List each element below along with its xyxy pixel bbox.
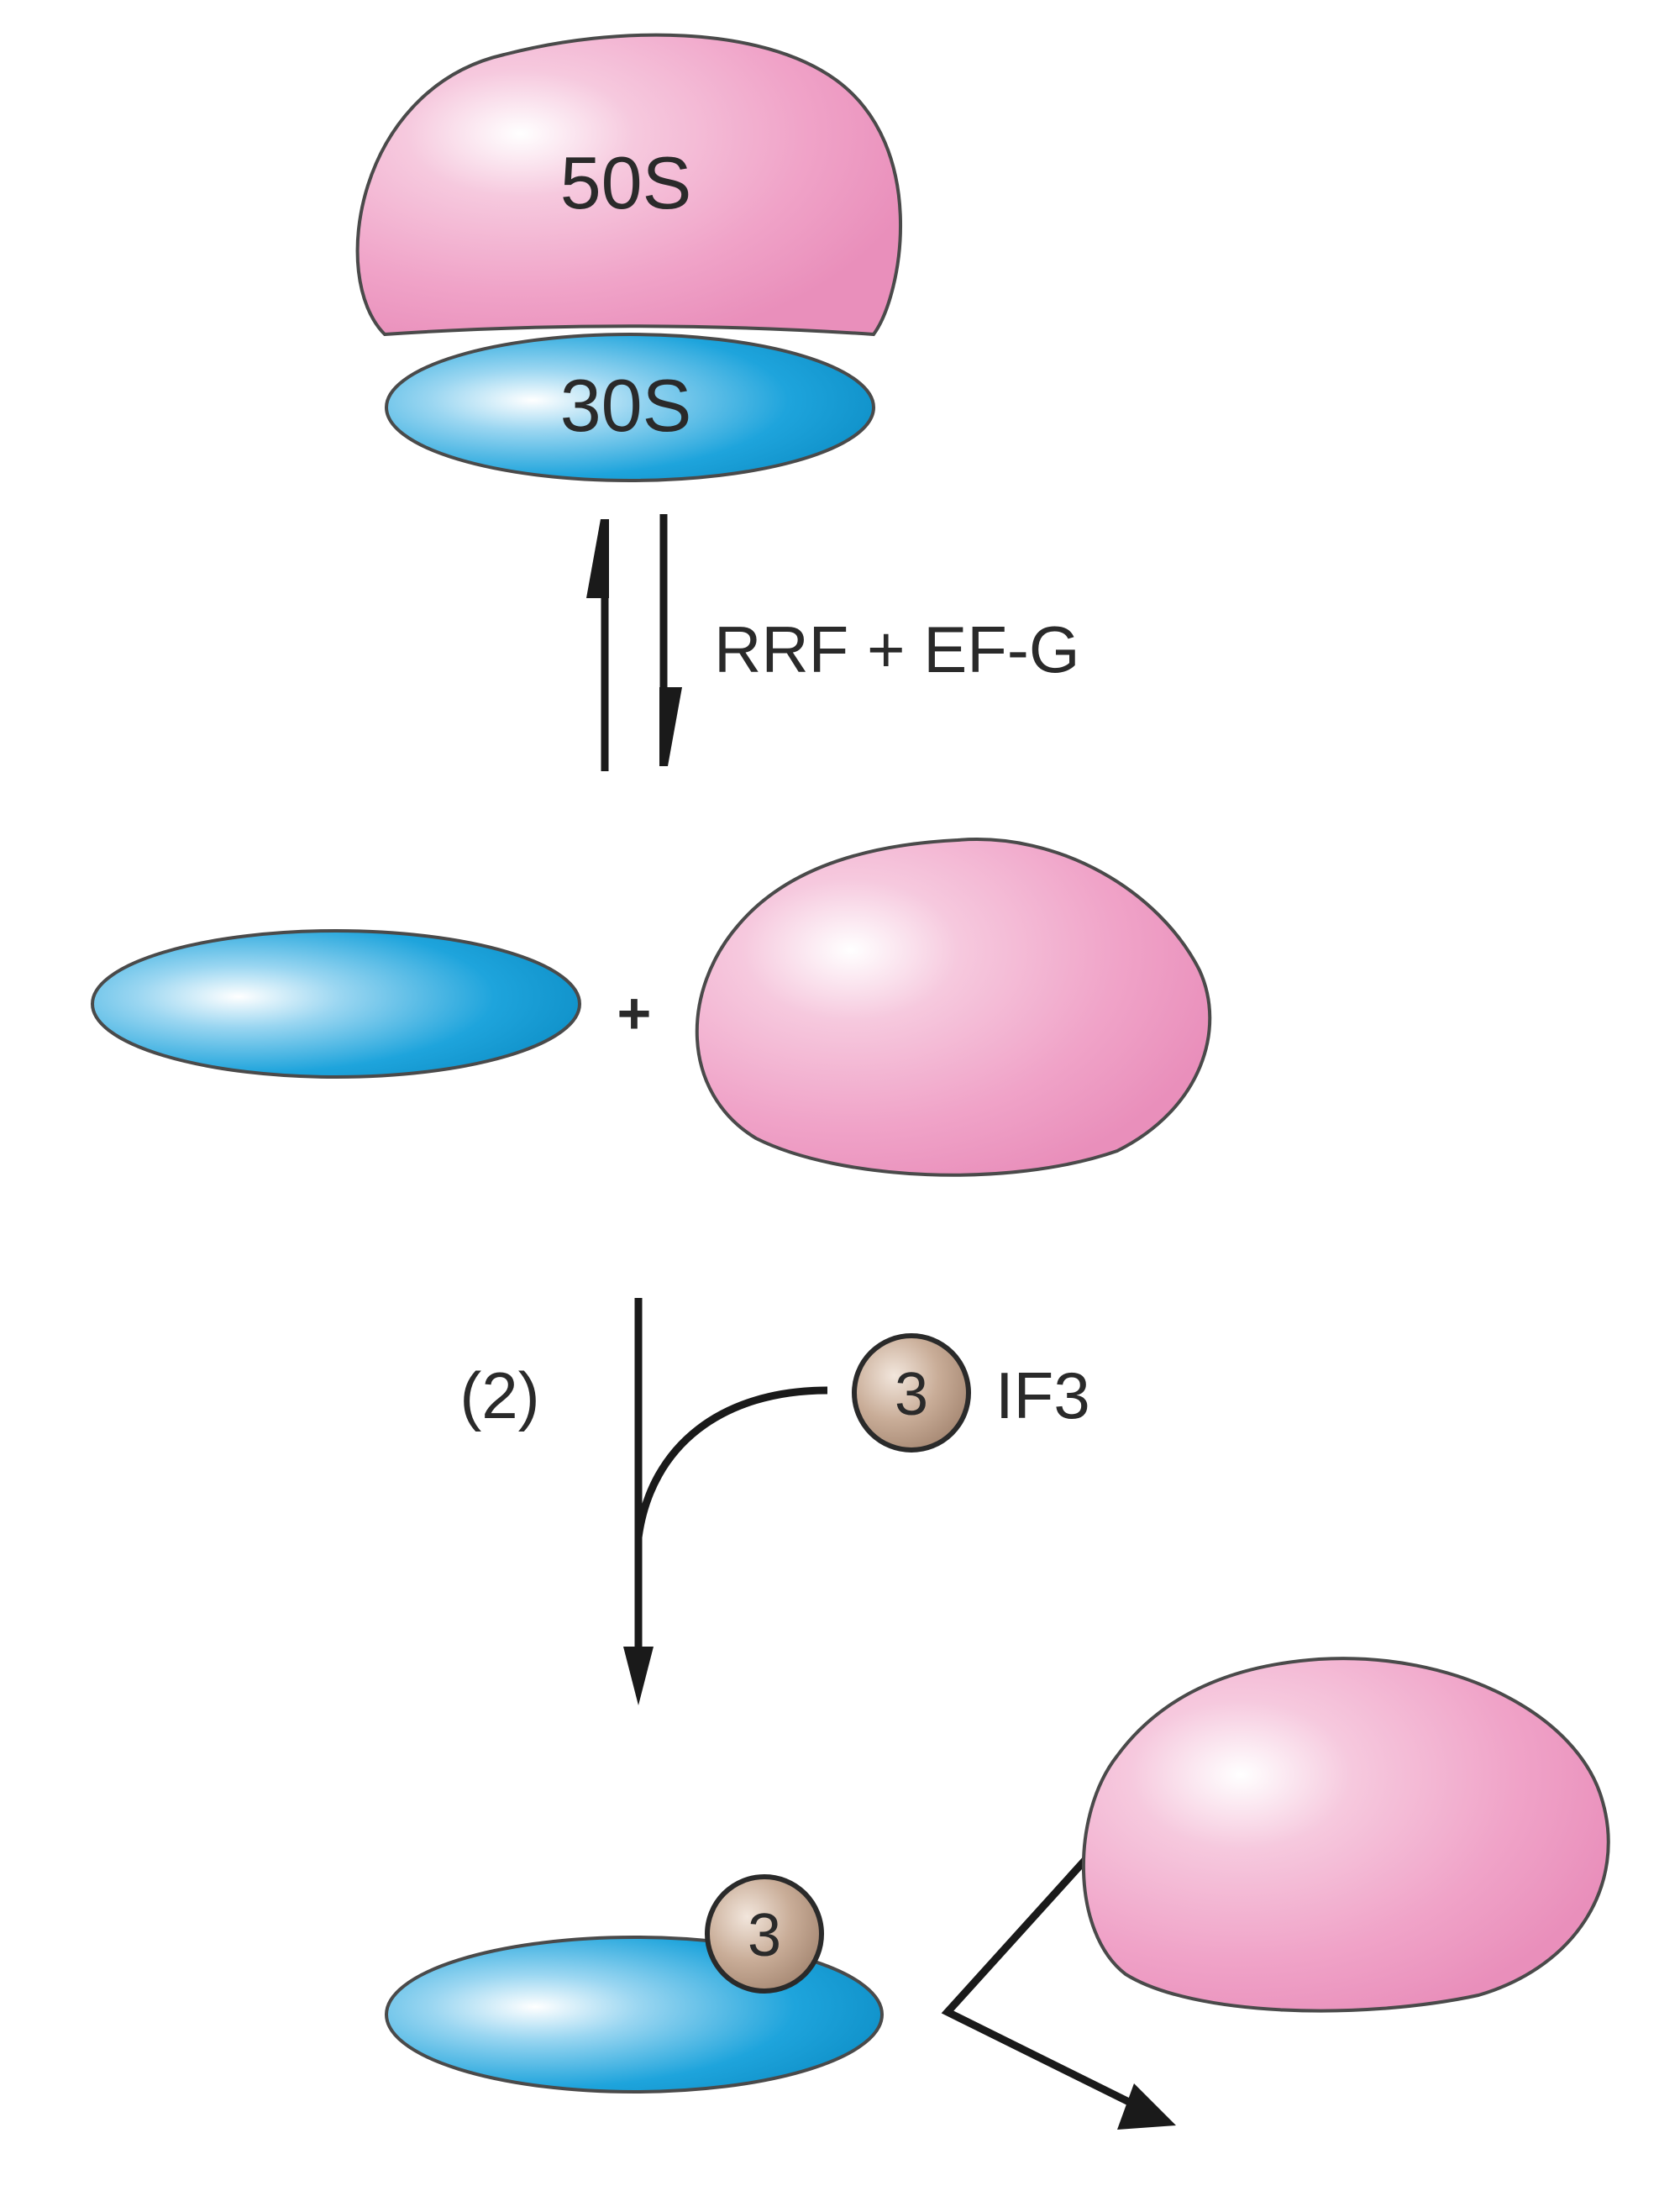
plus-sign: + [617, 980, 652, 1046]
bound-if3-number: 3 [748, 1902, 781, 1969]
released-large-subunit [1082, 1657, 1610, 2013]
release-arrowhead [1117, 2083, 1176, 2130]
if3-number: 3 [895, 1361, 928, 1428]
reverse-half-arrowhead [586, 519, 609, 598]
step2-arrowhead [623, 1647, 654, 1705]
if3-icon [852, 1333, 971, 1453]
dissociated-subunits: + [91, 838, 1212, 1177]
small-subunit-label: 30S [560, 364, 692, 447]
ribosome-complex: 50S 30S [355, 33, 902, 482]
if3-factor: 3 [852, 1333, 971, 1453]
forward-half-arrowhead [659, 687, 682, 766]
small-subunit-if3-complex: 3 [385, 1874, 884, 2094]
equilibrium-arrow [586, 514, 682, 771]
free-small-subunit [91, 929, 581, 1079]
large-subunit-50s [355, 33, 902, 337]
release-arrow-line [941, 1849, 1136, 2109]
large-subunit-label: 50S [560, 141, 692, 224]
free-large-subunit [695, 838, 1212, 1177]
if3-entry-curve [634, 1386, 828, 1538]
small-subunit-30s [385, 333, 875, 482]
step1-label: RRF + EF-G [714, 612, 1080, 686]
step2-label: (2) [459, 1358, 539, 1432]
release-arrow [941, 1849, 1176, 2130]
step2-arrow [623, 1298, 828, 1705]
if3-label: IF3 [995, 1358, 1090, 1432]
bound-if3-icon [705, 1874, 824, 1994]
